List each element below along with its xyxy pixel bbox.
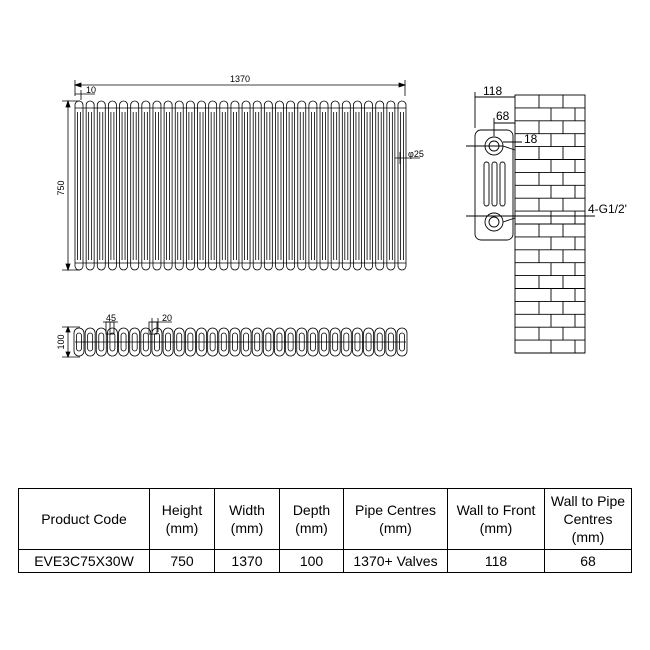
radiator-column <box>130 100 140 271</box>
radiator-column <box>275 100 284 271</box>
top-view <box>62 318 408 359</box>
radiator-column <box>252 100 262 271</box>
tube-diameter-label: φ25 <box>408 149 424 159</box>
wall-to-pipe-label: 68 <box>496 109 510 123</box>
radiator-column <box>364 100 373 271</box>
radiator-column <box>230 100 240 271</box>
radiator-column <box>341 100 351 271</box>
radiator-column <box>96 100 106 271</box>
radiator-columns <box>74 100 407 271</box>
header-wall-to-pipe: Wall to Pipe Centres (mm) <box>544 488 632 550</box>
front-width-label: 1370 <box>230 74 250 84</box>
radiator-column <box>353 100 362 271</box>
front-spacing-label: 10 <box>86 85 96 95</box>
radiator-column <box>219 100 229 271</box>
radiator-top-loops <box>73 327 408 357</box>
radiator-column <box>397 100 407 271</box>
cell-product-code: EVE3C75X30W <box>18 549 150 573</box>
radiator-column <box>263 100 273 271</box>
cell-wall-to-pipe: 68 <box>544 549 632 573</box>
side-view <box>466 92 595 354</box>
radiator-column <box>141 100 151 271</box>
connection-label: 4-G1/2' <box>588 202 627 216</box>
radiator-column <box>308 100 318 271</box>
technical-drawing: 1370 10 750 φ25 100 45 20 <box>56 74 627 359</box>
radiator-column <box>319 100 329 271</box>
cell-wall-to-front: 118 <box>447 549 545 573</box>
bracket-label: 18 <box>524 132 538 146</box>
radiator-column <box>375 100 385 271</box>
specification-table: Product Code Height (mm) Width (mm) Dept… <box>18 488 632 573</box>
top-pitch-label: 20 <box>162 313 172 323</box>
radiator-column <box>197 100 206 271</box>
radiator-column <box>108 100 117 271</box>
radiator-column <box>185 100 195 271</box>
radiator-column <box>297 100 307 271</box>
header-product-code: Product Code <box>18 488 150 550</box>
brick-wall <box>515 95 585 354</box>
wall-to-front-label: 118 <box>483 84 502 98</box>
radiator-column <box>241 100 251 271</box>
table-row: EVE3C75X30W 750 1370 100 1370+ Valves 11… <box>18 549 632 573</box>
cell-width: 1370 <box>214 549 280 573</box>
radiator-column <box>163 100 173 271</box>
radiator-column <box>330 100 340 271</box>
radiator-column <box>386 100 396 271</box>
radiator-column <box>208 100 218 271</box>
radiator-column <box>174 100 184 271</box>
front-view <box>62 80 420 272</box>
cell-height: 750 <box>149 549 215 573</box>
table-header-row: Product Code Height (mm) Width (mm) Dept… <box>18 488 632 550</box>
cell-pipe-centres: 1370+ Valves <box>343 549 448 573</box>
radiator-column <box>74 100 84 271</box>
header-wall-to-front: Wall to Front (mm) <box>447 488 545 550</box>
top-depth-label: 100 <box>56 334 66 349</box>
radiator-column <box>119 100 128 271</box>
radiator-column <box>286 100 296 271</box>
header-pipe-centres: Pipe Centres (mm) <box>343 488 448 550</box>
header-height: Height (mm) <box>149 488 215 550</box>
radiator-column <box>85 100 95 271</box>
header-depth: Depth (mm) <box>279 488 344 550</box>
top-offset-label: 45 <box>106 313 116 323</box>
header-width: Width (mm) <box>214 488 280 550</box>
front-height-label: 750 <box>56 180 66 195</box>
cell-depth: 100 <box>279 549 344 573</box>
radiator-column <box>152 100 162 271</box>
